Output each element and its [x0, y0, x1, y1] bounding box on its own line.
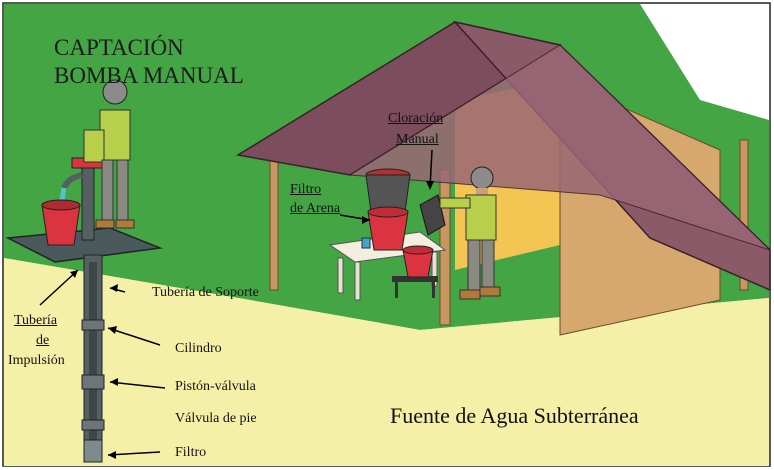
collection-bucket-rim: [402, 245, 434, 255]
label-tuberia-impulsion-3: Impulsión: [8, 353, 65, 368]
person-shed-torso: [465, 194, 497, 241]
underground-area: [4, 258, 769, 466]
arrowhead: [362, 216, 370, 224]
person-pump-shoe: [115, 219, 135, 229]
stool-leg: [432, 282, 435, 298]
arrowhead: [108, 326, 117, 334]
chlorination-device: [419, 194, 446, 236]
arrowhead: [426, 181, 434, 190]
label-filtro-arena-1: Filtro: [290, 182, 322, 197]
cup: [361, 237, 371, 249]
stool-leg: [395, 282, 398, 298]
person-shed-shoe: [479, 286, 501, 297]
shed-post-right: [739, 139, 749, 291]
person-pump-leg: [101, 159, 114, 221]
person-shed-leg: [467, 239, 481, 291]
arrow-piston: [109, 381, 166, 389]
label-cloracion-2: Manual: [396, 132, 439, 147]
label-filtro-arena-2: de Arena: [290, 201, 341, 216]
arrow-cilindro: [107, 327, 161, 346]
label-tuberia-soporte: Tubería de Soporte: [152, 285, 259, 300]
piston-valve: [81, 374, 105, 390]
pump-spout: [61, 172, 83, 190]
label-tuberia-impulsion-1: Tubería: [14, 313, 58, 328]
roof-front: [348, 44, 771, 251]
person-shed-head: [470, 166, 494, 190]
foot-valve: [81, 419, 105, 431]
table-leg: [337, 257, 344, 294]
pipe-filter: [83, 439, 103, 463]
pump-bucket-rim: [41, 199, 81, 211]
arrowhead: [108, 451, 116, 459]
label-cilindro: Cilindro: [175, 341, 222, 356]
person-pump-arm: [83, 129, 105, 163]
stool-top: [392, 276, 438, 282]
title-line-1: CAPTACIÓN: [54, 35, 184, 60]
label-fuente-agua: Fuente de Agua Subterránea: [390, 403, 639, 428]
person-shed-arm: [439, 197, 471, 209]
label-filtro: Filtro: [175, 445, 207, 460]
impulsion-pipe: [89, 262, 97, 452]
arrowhead: [110, 284, 118, 292]
arrow-filtro: [107, 451, 161, 456]
label-tuberia-impulsion-2: de: [36, 333, 50, 348]
title-line-2: BOMBA MANUAL: [54, 63, 244, 88]
bucket-bottom: [367, 211, 409, 251]
person-pump-leg: [116, 159, 129, 221]
person-shed-leg: [481, 239, 495, 291]
pump-column: [81, 159, 95, 241]
arrowhead: [110, 378, 118, 386]
sky: [640, 4, 769, 120]
pump-bucket: [41, 204, 81, 246]
person-pump-head: [102, 79, 128, 105]
bucket-bottom-rim: [367, 206, 409, 218]
label-piston-valvula: Pistón-válvula: [175, 379, 256, 394]
cylinder-collar: [81, 319, 105, 331]
arrow-tuberia-impulsion: [39, 269, 79, 306]
person-pump-torso: [99, 109, 131, 161]
label-valvula-pie: Válvula de pie: [175, 411, 257, 426]
person-shed-neck: [476, 188, 488, 196]
label-cloracion-1: Cloración: [388, 111, 444, 126]
person-shed-shoe: [459, 289, 481, 300]
person-pump-shoe: [95, 219, 115, 229]
bucket-top: [365, 174, 411, 213]
arrowhead: [70, 270, 78, 278]
table-leg: [354, 261, 361, 301]
